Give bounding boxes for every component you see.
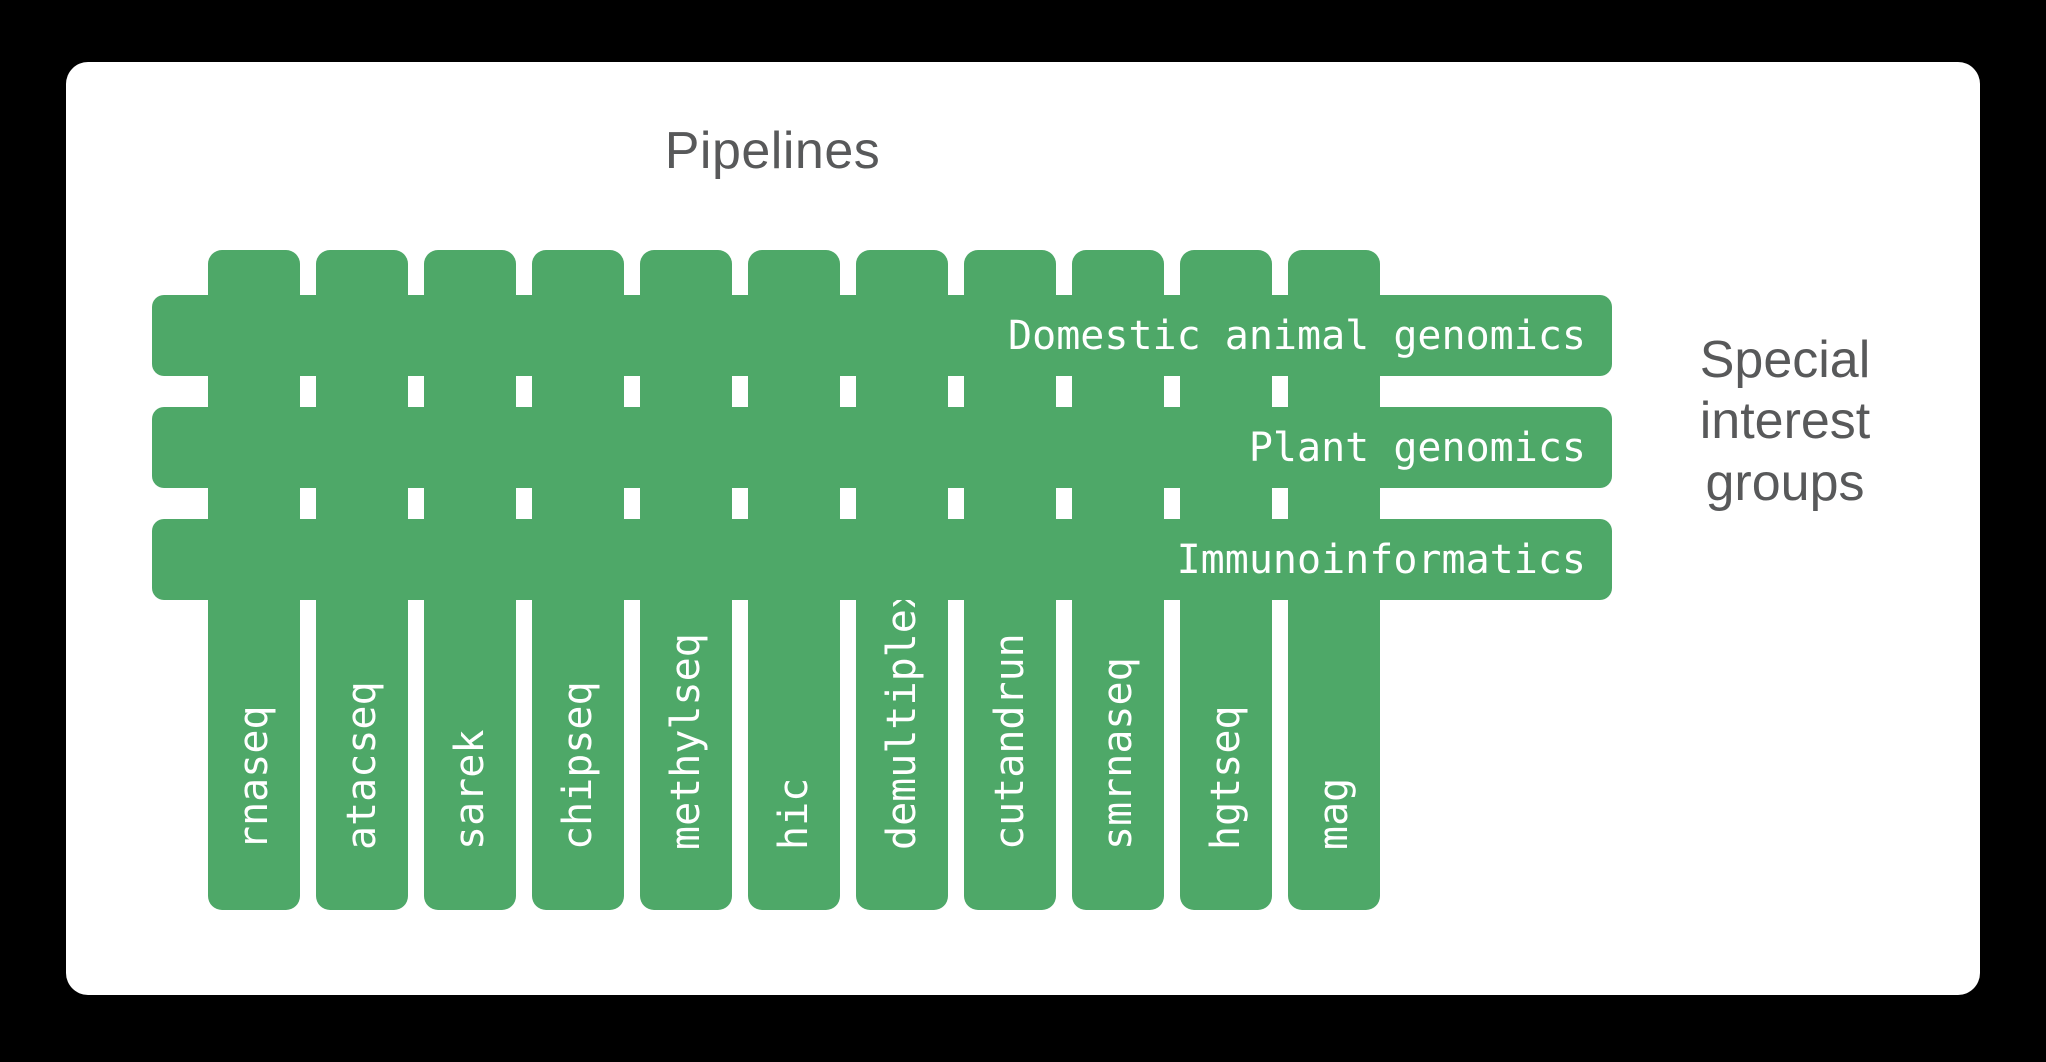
pipeline-label-rotated: rnaseq — [231, 706, 294, 851]
pipeline-label-rotated: demultiplex — [879, 585, 942, 850]
pipeline-label-methylseq: methylseq — [663, 633, 709, 850]
sig-bar-label-plant-genomics: Plant genomics — [1248, 424, 1586, 471]
pipeline-label-rotated: hgtseq — [1203, 706, 1266, 851]
pipeline-label-rotated: sarek — [447, 730, 510, 850]
pipeline-label-demultiplex: demultiplex — [879, 585, 925, 850]
pipeline-label-cutandrun: cutandrun — [987, 633, 1033, 850]
pipeline-label-rotated: smrnaseq — [1095, 657, 1158, 850]
pipeline-label-mag: mag — [1311, 777, 1357, 850]
sig-bar-domestic-animal-genomics[interactable]: Domestic animal genomics — [152, 295, 1612, 376]
sig-bar-label-immunoinformatics: Immunoinformatics — [1176, 536, 1586, 583]
sig-label-line-2: interest — [1699, 392, 1871, 451]
pipeline-label-rnaseq: rnaseq — [231, 705, 277, 851]
special-interest-groups-label: Special interest groups — [1660, 330, 1910, 514]
sig-bar-immunoinformatics[interactable]: Immunoinformatics — [152, 519, 1612, 600]
pipeline-label-chipseq: chipseq — [555, 681, 601, 850]
pipeline-label-atacseq: atacseq — [339, 681, 385, 850]
pipeline-label-hgtseq: hgtseq — [1203, 705, 1249, 851]
pipeline-label-rotated: chipseq — [555, 681, 618, 850]
pipeline-label-sarek: sarek — [447, 729, 493, 850]
pipeline-label-rotated: hic — [771, 778, 834, 850]
pipeline-label-rotated: methylseq — [663, 633, 726, 850]
pipeline-label-smrnaseq: smrnaseq — [1095, 657, 1141, 850]
pipeline-label-rotated: atacseq — [339, 681, 402, 850]
pipeline-label-hic: hic — [771, 777, 817, 850]
page-title: Pipelines — [664, 122, 881, 180]
sig-bar-plant-genomics[interactable]: Plant genomics — [152, 407, 1612, 488]
pipeline-label-rotated: cutandrun — [987, 633, 1050, 850]
sig-bar-label-domestic-animal-genomics: Domestic animal genomics — [1008, 312, 1586, 359]
pipeline-label-rotated: mag — [1311, 778, 1374, 850]
sig-label-line-1: Special — [1699, 331, 1871, 389]
sig-label-line-3: groups — [1705, 453, 1865, 512]
